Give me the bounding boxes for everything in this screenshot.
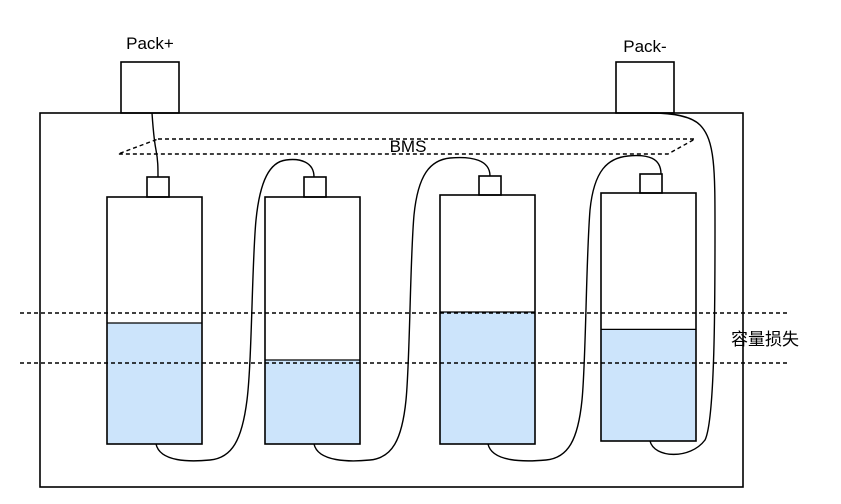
cells-group <box>106 173 697 445</box>
pack-minus-terminal <box>615 61 675 114</box>
wire-cell1-cell2 <box>155 158 315 462</box>
cell-1 <box>106 176 203 445</box>
cell-4 <box>600 173 697 442</box>
pack-plus-label: Pack+ <box>126 34 174 53</box>
cell-1-charge-fill <box>107 322 202 444</box>
cell-2-charge-fill <box>265 360 360 444</box>
wiring <box>151 112 716 462</box>
wire-cell2-cell3 <box>313 156 491 462</box>
pack-minus-label: Pack- <box>623 37 666 56</box>
cell-4-body <box>600 192 697 442</box>
cell-4-charge-fill <box>601 329 696 441</box>
cell-3-terminal <box>478 175 502 196</box>
bms-board <box>117 138 698 155</box>
cell-2-terminal <box>303 176 327 198</box>
cell-2 <box>264 176 361 445</box>
wire-cell3-cell4 <box>487 154 662 462</box>
cell-3-charge-fill <box>440 312 535 444</box>
capacity-loss-label: 容量损失 <box>731 330 799 349</box>
cell-3 <box>439 175 536 445</box>
cell-2-body <box>264 196 361 445</box>
wire-cell4-pack-minus <box>649 112 716 455</box>
cell-3-body <box>439 194 536 445</box>
pack-plus-terminal <box>120 61 180 114</box>
cell-1-terminal <box>146 176 170 198</box>
bms-label: BMS <box>390 137 427 156</box>
pack-enclosure <box>39 112 744 488</box>
cell-4-terminal <box>639 173 663 194</box>
cell-1-body <box>106 196 203 445</box>
wire-pack-plus <box>151 112 159 178</box>
